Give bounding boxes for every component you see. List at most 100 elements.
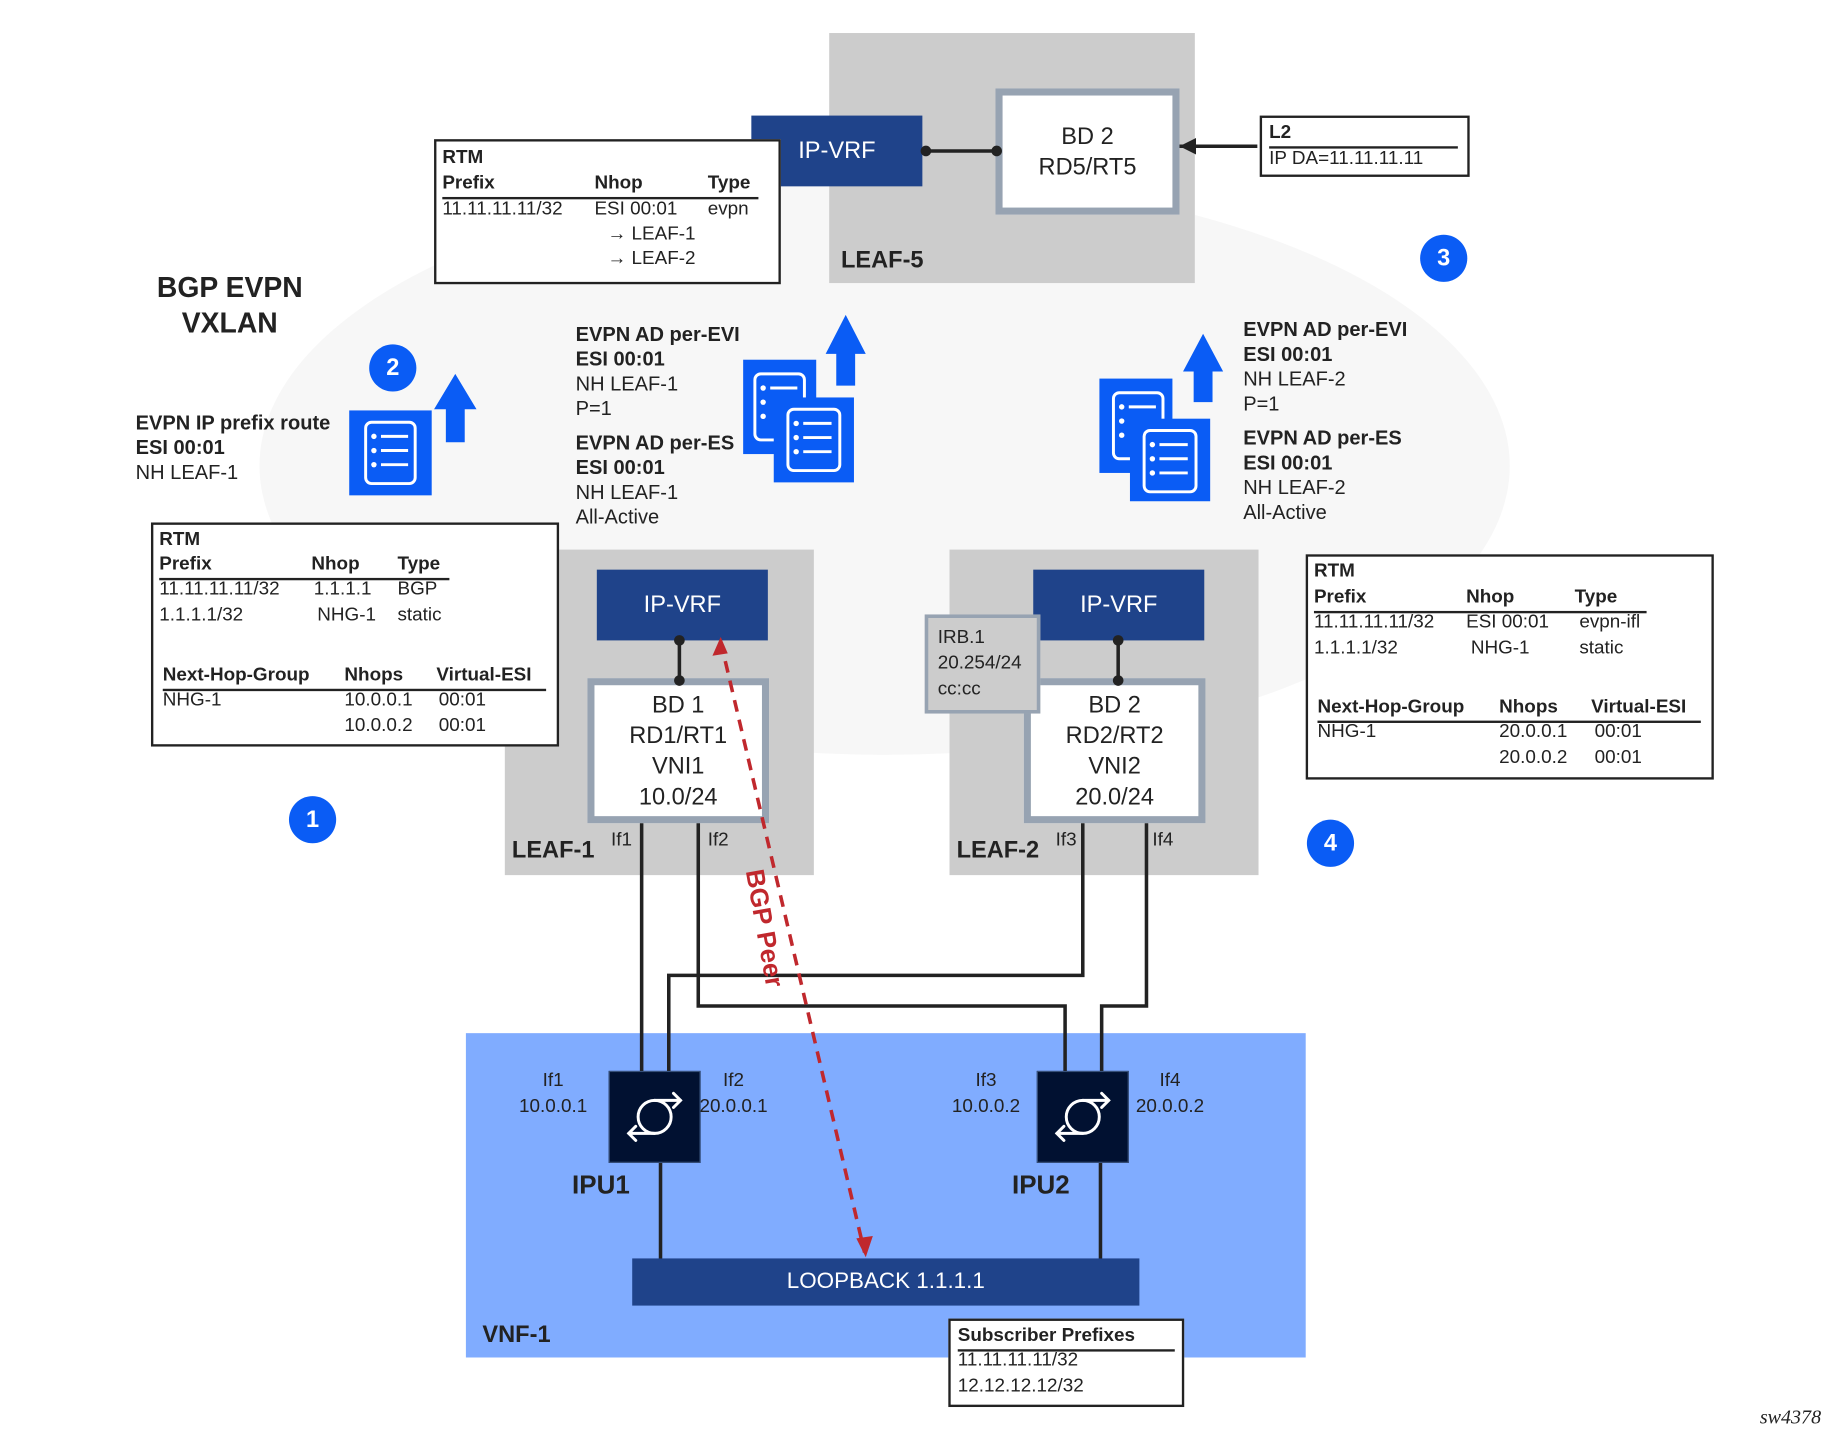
ipu2-if3-label: If3 10.0.0.2 bbox=[952, 1069, 1020, 1121]
route-nh: NH LEAF-1 bbox=[575, 481, 679, 504]
router-icon bbox=[1054, 1091, 1111, 1142]
bd-vni: VNI1 bbox=[651, 753, 705, 779]
cell-group: NHG-1 bbox=[1317, 721, 1377, 742]
leaf-1-if2-label: If2 bbox=[707, 830, 729, 851]
leaf-5-rtm-table: RTM Prefix Nhop Type 11.11.11.11/32 ESI … bbox=[434, 139, 781, 285]
step-badge-1: 1 bbox=[288, 796, 337, 844]
step-badge-4: 4 bbox=[1306, 819, 1355, 867]
title-line-2: VXLAN bbox=[181, 307, 278, 340]
leaf-2-irb-interface: IRB.1 20.254/24 cc:cc bbox=[924, 614, 1041, 714]
link-if4 bbox=[1099, 823, 1149, 1074]
subscriber-prefix: 12.12.12.12/32 bbox=[957, 1376, 1084, 1397]
nhg-header-rule bbox=[1317, 720, 1701, 723]
rtm-title: RTM bbox=[1313, 561, 1355, 582]
figure-id: sw4378 bbox=[1759, 1405, 1822, 1429]
route-advertise-icon bbox=[349, 373, 477, 496]
cell-type: BGP bbox=[397, 579, 438, 600]
bgp-peer-link bbox=[712, 636, 873, 1258]
bd-name: BD 2 bbox=[1061, 123, 1114, 150]
cell-prefix: 11.11.11.11/32 bbox=[1313, 612, 1435, 633]
leaf-2-rtm-table: RTM Prefix Nhop Type 11.11.11.11/32 ESI … bbox=[1305, 554, 1714, 780]
if-ip: 20.0.0.1 bbox=[699, 1096, 768, 1117]
ipu1-router bbox=[608, 1070, 701, 1163]
col-nhops: Nhops bbox=[344, 665, 404, 686]
step-badge-2: 2 bbox=[369, 344, 417, 392]
leaf-2-if3-label: If3 bbox=[1055, 830, 1077, 851]
arrow-head bbox=[1179, 137, 1197, 155]
route-mode: All-Active bbox=[575, 505, 660, 529]
cell-prefix: 11.11.11.11/32 bbox=[442, 199, 563, 220]
if-ip: 10.0.0.1 bbox=[518, 1096, 588, 1117]
subscriber-title: Subscriber Prefixes bbox=[957, 1325, 1136, 1346]
leaf-2-ad-routes-text: EVPN AD per-EVI ESI 00:01 NH LEAF-2 P=1 … bbox=[1243, 317, 1407, 525]
header-rule bbox=[159, 577, 450, 581]
col-nhop: Nhop bbox=[1466, 587, 1515, 608]
l2-title: L2 bbox=[1269, 122, 1292, 143]
l2-packet-box: L2 IP DA=11.11.11.11 bbox=[1259, 115, 1470, 177]
col-nhop: Nhop bbox=[311, 554, 360, 575]
col-next-hop-group: Next-Hop-Group bbox=[162, 665, 310, 686]
if-name: If3 bbox=[975, 1070, 997, 1091]
if-ip: 10.0.0.2 bbox=[951, 1096, 1021, 1117]
col-virtual-esi: Virtual-ESI bbox=[1591, 697, 1687, 718]
route-mode: All-Active bbox=[1243, 501, 1327, 524]
route-title: EVPN AD per-EVI bbox=[575, 323, 740, 346]
cell-group: NHG-1 bbox=[162, 689, 222, 710]
ipu1-if1-label: If1 10.0.0.1 bbox=[519, 1069, 587, 1121]
irb-mac: cc:cc bbox=[937, 679, 981, 700]
ip-prefix-route-text: EVPN IP prefix route ESI 00:01 NH LEAF-1 bbox=[136, 410, 331, 484]
cell-esi: 00:01 bbox=[438, 689, 487, 710]
cell-type: evpn-ifl bbox=[1579, 612, 1641, 633]
cell-type: static bbox=[397, 605, 442, 626]
route-nh: NH LEAF-2 bbox=[1243, 367, 1346, 391]
bd-subnet: 10.0/24 bbox=[638, 783, 718, 810]
rtm-title: RTM bbox=[159, 529, 201, 550]
cell-esi: 00:01 bbox=[438, 715, 487, 736]
col-prefix: Prefix bbox=[1313, 587, 1367, 608]
col-prefix: Prefix bbox=[442, 173, 495, 194]
ipu2-label: IPU2 bbox=[1012, 1169, 1070, 1200]
cell-nhop: 10.0.0.1 bbox=[344, 689, 413, 710]
leaf-2-ip-vrf: IP-VRF bbox=[1033, 569, 1205, 641]
subscriber-prefixes-box: Subscriber Prefixes 11.11.11.11/32 12.12… bbox=[948, 1318, 1185, 1408]
route-param: P=1 bbox=[1243, 392, 1280, 416]
bd-rd-rt: RD1/RT1 bbox=[629, 722, 728, 749]
cell-prefix: 11.11.11.11/32 bbox=[159, 579, 280, 600]
col-type: Type bbox=[397, 554, 441, 575]
header-rule bbox=[1313, 610, 1647, 614]
step-badge-3: 3 bbox=[1420, 234, 1468, 282]
route-nh: NH LEAF-1 bbox=[135, 461, 239, 484]
cell-nhop: NHG-1 bbox=[317, 605, 377, 626]
route-param: P=1 bbox=[575, 397, 612, 420]
cell-type: static bbox=[1579, 638, 1624, 659]
link-if2 bbox=[696, 823, 1067, 1074]
link-if3 bbox=[667, 823, 1085, 1074]
cell-esi: 00:01 bbox=[1594, 747, 1642, 768]
route-nh: NH LEAF-2 bbox=[1243, 476, 1346, 499]
cell-type: evpn bbox=[707, 199, 749, 220]
col-prefix: Prefix bbox=[159, 554, 212, 575]
cell-prefix: 1.1.1.1/32 bbox=[159, 605, 244, 626]
route-title: EVPN AD per-ES bbox=[1243, 426, 1402, 450]
if-name: If2 bbox=[723, 1070, 745, 1091]
if-name: If1 bbox=[542, 1070, 564, 1091]
bd-rd-rt: RD5/RT5 bbox=[1038, 153, 1137, 180]
leaf-1-ad-routes-text: EVPN AD per-EVI ESI 00:01 NH LEAF-1 P=1 … bbox=[576, 322, 740, 530]
leaf-1-ip-vrf: IP-VRF bbox=[596, 569, 768, 641]
ipu1-if2-label: If2 20.0.0.1 bbox=[699, 1069, 767, 1121]
if-name: If4 bbox=[1159, 1070, 1181, 1091]
header-rule bbox=[442, 196, 759, 200]
title-line-1: BGP EVPN bbox=[156, 272, 303, 305]
col-nhop: Nhop bbox=[594, 173, 643, 194]
cell-nhop: NHG-1 bbox=[1470, 638, 1530, 659]
leaf-1-if1-label: If1 bbox=[610, 830, 632, 851]
nhg-header-rule bbox=[162, 688, 547, 692]
bd-subnet: 20.0/24 bbox=[1075, 783, 1154, 810]
router-icon bbox=[626, 1091, 683, 1142]
ipu1-label: IPU1 bbox=[572, 1169, 630, 1200]
ipu2-router bbox=[1036, 1070, 1129, 1163]
diagram-title: BGP EVPN VXLAN bbox=[157, 271, 303, 342]
route-advertise-icon bbox=[743, 314, 866, 483]
bd-rd-rt: RD2/RT2 bbox=[1065, 722, 1164, 749]
